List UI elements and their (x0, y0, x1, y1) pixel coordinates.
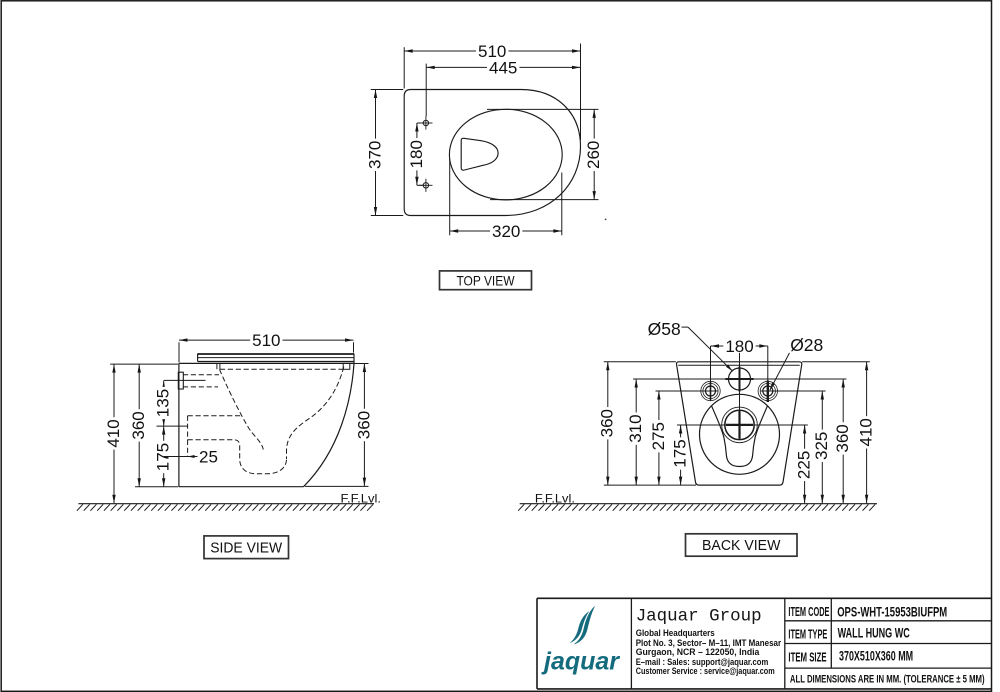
svg-text:445: 445 (489, 59, 517, 78)
svg-text:360: 360 (354, 411, 373, 439)
svg-text:E–mail : Sales: support@jaquar: E–mail : Sales: support@jaquar.com (636, 657, 769, 667)
svg-text:310: 310 (626, 414, 645, 442)
svg-text:Global Headquarters: Global Headquarters (636, 628, 715, 638)
svg-text:510: 510 (478, 42, 506, 61)
svg-text:180: 180 (725, 337, 753, 356)
svg-text:BACK VIEW: BACK VIEW (702, 537, 781, 554)
svg-text:275: 275 (649, 422, 668, 450)
svg-text:25: 25 (199, 448, 218, 467)
svg-text:360: 360 (833, 424, 852, 452)
svg-text:360: 360 (129, 411, 148, 439)
svg-text:jaquar: jaquar (541, 648, 620, 676)
svg-text:175: 175 (154, 443, 173, 471)
svg-text:410: 410 (857, 418, 876, 446)
svg-text:ALL DIMENSIONS ARE IN MM. (TOL: ALL DIMENSIONS ARE IN MM. (TOLERANCE ± 5… (790, 673, 985, 685)
svg-text:OPS-WHT-15953BIUFPM: OPS-WHT-15953BIUFPM (837, 603, 947, 619)
svg-text:Plot No. 3, Sector– M–11, IMT: Plot No. 3, Sector– M–11, IMT Manesar (636, 638, 782, 648)
svg-text:ITEM CODE: ITEM CODE (788, 605, 829, 619)
svg-text:F.F.Lvl.: F.F.Lvl. (341, 492, 382, 506)
svg-text:WALL HUNG WC: WALL HUNG WC (838, 624, 910, 640)
svg-text:180: 180 (407, 140, 426, 168)
svg-text:510: 510 (252, 331, 280, 350)
svg-text:TOP VIEW: TOP VIEW (456, 273, 515, 289)
svg-text:Ø28: Ø28 (790, 335, 823, 355)
svg-text:135: 135 (154, 389, 173, 417)
svg-text:Ø58: Ø58 (648, 319, 681, 339)
svg-text:ITEM TYPE: ITEM TYPE (788, 628, 827, 642)
svg-text:410: 410 (104, 419, 123, 447)
svg-text:370X510X360 MM: 370X510X360 MM (839, 647, 913, 663)
svg-text:320: 320 (492, 222, 520, 241)
svg-text:360: 360 (598, 409, 617, 437)
svg-text:260: 260 (584, 141, 603, 169)
svg-text:225: 225 (795, 451, 814, 479)
svg-text:F.F.Lvl.: F.F.Lvl. (535, 492, 575, 506)
svg-text:Jaquar Group: Jaquar Group (636, 606, 762, 626)
svg-text:ITEM SIZE: ITEM SIZE (788, 651, 826, 665)
svg-text:370: 370 (365, 141, 384, 169)
svg-text:SIDE VIEW: SIDE VIEW (210, 539, 283, 556)
svg-text:Customer Service : service@jaq: Customer Service : service@jaquar.com (636, 666, 775, 676)
svg-text:325: 325 (812, 432, 831, 460)
svg-text:Gurgaon, NCR – 122050, India: Gurgaon, NCR – 122050, India (636, 647, 761, 657)
svg-text:175: 175 (671, 439, 690, 467)
